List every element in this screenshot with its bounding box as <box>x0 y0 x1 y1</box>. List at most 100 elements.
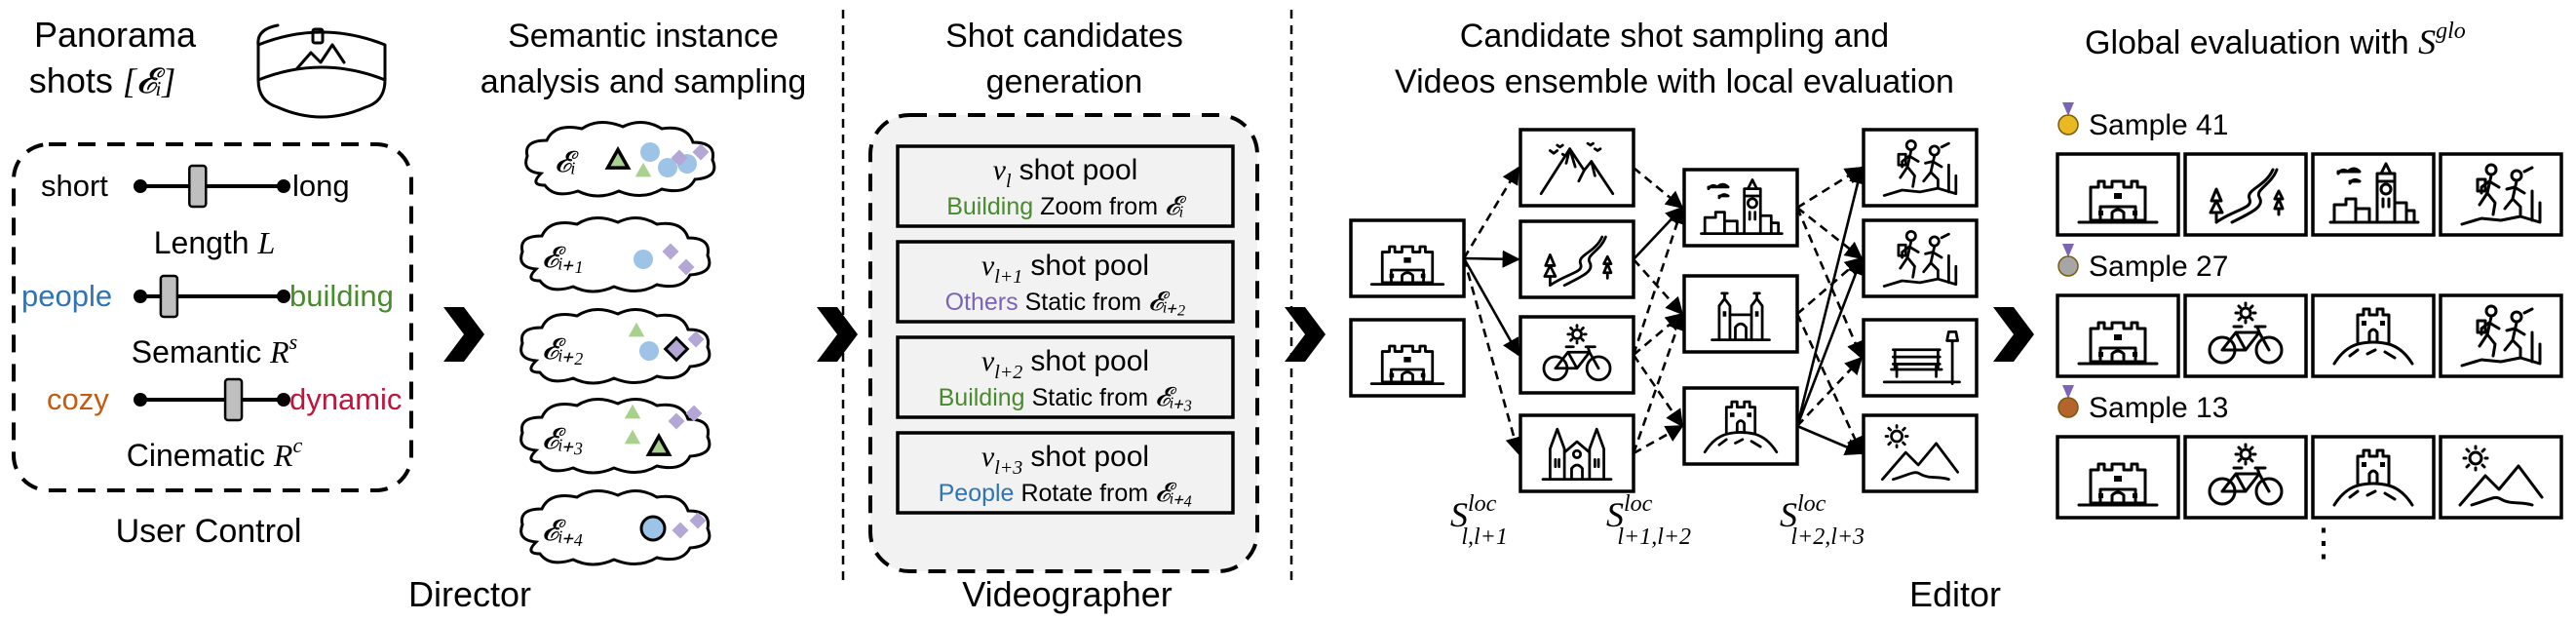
sample-shot-frame <box>2439 152 2563 237</box>
sample-label: Sample 27 <box>2089 251 2228 283</box>
pool-category: Building <box>946 193 1033 220</box>
panorama-shots-symbol: [𝓔ᵢ] <box>123 61 175 100</box>
sample-shot-frame <box>2439 435 2563 520</box>
sample-shot-frame <box>2183 152 2308 237</box>
local-score-3-sup: loc <box>1797 491 1826 517</box>
local-score-1-sub: l,l+1 <box>1461 524 1508 550</box>
ellipsis: ⋮ <box>2304 522 2343 564</box>
sample-label: Sample 13 <box>2089 392 2228 424</box>
panorama-title-line1: Panorama <box>34 15 197 55</box>
sample-2: Sample 13 <box>2056 385 2563 520</box>
candidate-shot-col4-2 <box>1862 318 1979 398</box>
sample-label: Sample 41 <box>2089 109 2228 141</box>
videographer-title-line2: generation <box>986 63 1143 100</box>
pool-title-rest: shot pool <box>1030 250 1149 282</box>
user-control-label: User Control <box>116 513 302 550</box>
local-score-1-sup: loc <box>1468 491 1497 517</box>
cloud-ei2-label: 𝓔ᵢ₊₂ <box>542 333 584 366</box>
local-score-2-symbol: S <box>1606 495 1624 534</box>
videographer-title-line1: Shot candidates <box>945 18 1183 55</box>
pool-motion: Static from <box>1032 384 1148 411</box>
medal-icon <box>2057 102 2079 136</box>
cinematic-left-label: cozy <box>47 382 109 416</box>
edge-arrow <box>1633 424 1684 455</box>
pool-title-rest: shot pool <box>1019 154 1138 186</box>
global-title-text: Global evaluation with <box>2085 24 2409 61</box>
medal-icon <box>2057 244 2079 277</box>
edge-arrow <box>1462 257 1520 357</box>
panorama-shots-word: shots <box>29 60 113 100</box>
cinematic-sup: c <box>292 433 302 457</box>
edge-arrow <box>1633 312 1684 356</box>
cloud-ei1: 𝓔ᵢ₊₁ <box>519 216 711 293</box>
candidate-shot-col1-1 <box>1349 318 1466 398</box>
cloud-ei3: 𝓔ᵢ₊₃ <box>519 398 711 475</box>
length-slider[interactable] <box>134 164 290 209</box>
semantic-left-label: people <box>21 279 112 313</box>
sample-1: Sample 27 <box>2056 244 2563 378</box>
candidate-shot-col2-2 <box>1519 315 1635 395</box>
instance-title-line1: Semantic instance <box>508 18 779 55</box>
sample-shot-frame <box>2311 152 2436 237</box>
candidate-shot-col4-1 <box>1862 218 1979 298</box>
local-score-3-symbol: S <box>1780 495 1797 534</box>
semantic-caption-text: Semantic <box>132 334 261 369</box>
cinematic-caption: Cinematic Rc <box>127 433 303 473</box>
local-score-1: Sloc l,l+1 <box>1450 491 1508 550</box>
sample-shot-frame <box>2056 435 2180 520</box>
edge-arrow <box>1462 166 1520 259</box>
cinematic-slider[interactable] <box>134 377 290 422</box>
candidate-shot-col2-3 <box>1519 413 1635 493</box>
global-title: Global evaluation with Sglo <box>2085 19 2466 61</box>
edge-arrow <box>1633 258 1684 316</box>
edge-arrow <box>1632 312 1686 454</box>
pool-symbol: v <box>981 441 995 473</box>
sample-shot-frame <box>2311 293 2436 378</box>
sample-shot-frame <box>2183 293 2308 378</box>
instance-title-line2: analysis and sampling <box>481 63 807 100</box>
semantic-caption: Semantic Rs <box>132 330 297 369</box>
pool-symbol: v <box>981 250 995 282</box>
shot-pool-desc: Building Zoom from 𝓔ᵢ <box>946 191 1187 220</box>
videographer-label: Videographer <box>962 574 1173 614</box>
candidate-shot-col2-1 <box>1519 219 1635 299</box>
candidate-shot-col4-0 <box>1862 128 1979 208</box>
pool-symbol: v <box>981 345 995 377</box>
medal-icon <box>2057 385 2079 418</box>
pool-category: Building <box>939 384 1025 411</box>
sample-0: Sample 41 <box>2056 102 2563 237</box>
editor-title-line2: Videos ensemble with local evaluation <box>1395 63 1954 100</box>
pool-motion: Zoom from <box>1040 193 1158 220</box>
edge-arrow <box>1796 206 1864 260</box>
edge-arrow <box>1796 356 1864 427</box>
pool-sub: l <box>1006 171 1012 192</box>
pool-source: 𝓔ᵢ <box>1165 191 1187 220</box>
flow-chevron-1 <box>443 307 484 362</box>
sample-shot-frame <box>2439 293 2563 378</box>
pool-category: Others <box>945 289 1019 316</box>
semantic-slider[interactable] <box>134 274 290 319</box>
edge-arrow <box>1462 257 1523 455</box>
flow-chevron-4 <box>1993 307 2034 362</box>
edge-arrow <box>1795 207 1864 360</box>
edge-arrow <box>1463 250 1520 268</box>
pool-sub: l+2 <box>994 362 1022 383</box>
candidate-shot-col1-0 <box>1349 218 1466 298</box>
candidate-shot-col3-0 <box>1682 168 1799 248</box>
length-right-label: long <box>292 169 350 203</box>
local-score-1-symbol: S <box>1450 495 1468 534</box>
panorama-icon <box>256 23 387 119</box>
cloud-ei1-label: 𝓔ᵢ₊₁ <box>542 242 584 274</box>
